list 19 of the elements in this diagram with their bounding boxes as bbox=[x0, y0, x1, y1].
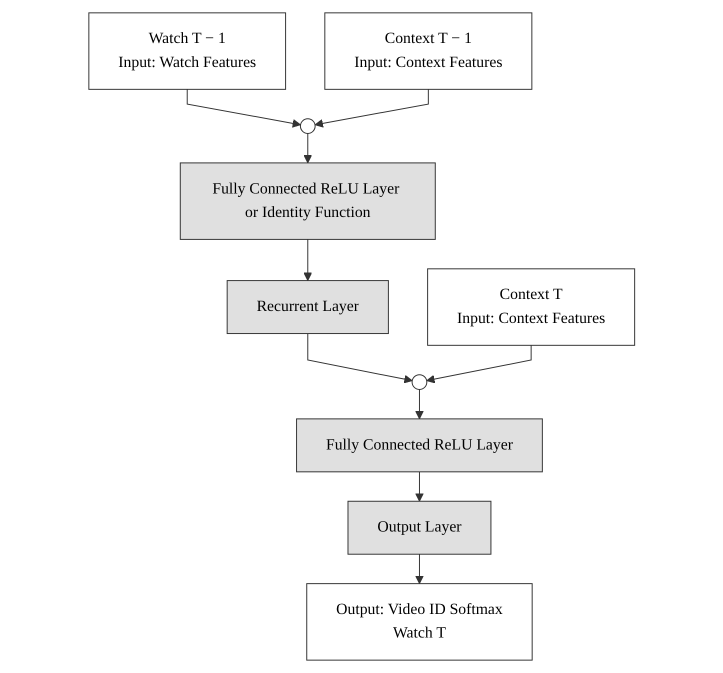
node-box: Fully Connected ReLU Layer or Identity Function bbox=[180, 162, 436, 240]
node-circle bbox=[411, 374, 428, 390]
arrow bbox=[426, 344, 532, 384]
arrow bbox=[307, 333, 412, 384]
node-box: Fully Connected ReLU Layer bbox=[296, 418, 543, 472]
node-box: Recurrent Layer bbox=[226, 280, 389, 334]
arrow bbox=[414, 471, 424, 502]
node-box: Watch T − 1 Input: Watch Features bbox=[88, 12, 286, 90]
node-box: Context T − 1 Input: Context Features bbox=[324, 12, 532, 90]
node-box: Output Layer bbox=[347, 500, 492, 555]
node-box: Context T Input: Context Features bbox=[426, 268, 635, 346]
node-box: Output: Video ID Softmax Watch T bbox=[306, 583, 532, 661]
arrow bbox=[414, 388, 424, 420]
arrow bbox=[186, 88, 301, 128]
arrow bbox=[314, 88, 429, 128]
node-circle bbox=[300, 118, 316, 134]
arrow bbox=[303, 238, 312, 281]
arrow bbox=[303, 132, 312, 164]
arrow bbox=[414, 554, 424, 584]
